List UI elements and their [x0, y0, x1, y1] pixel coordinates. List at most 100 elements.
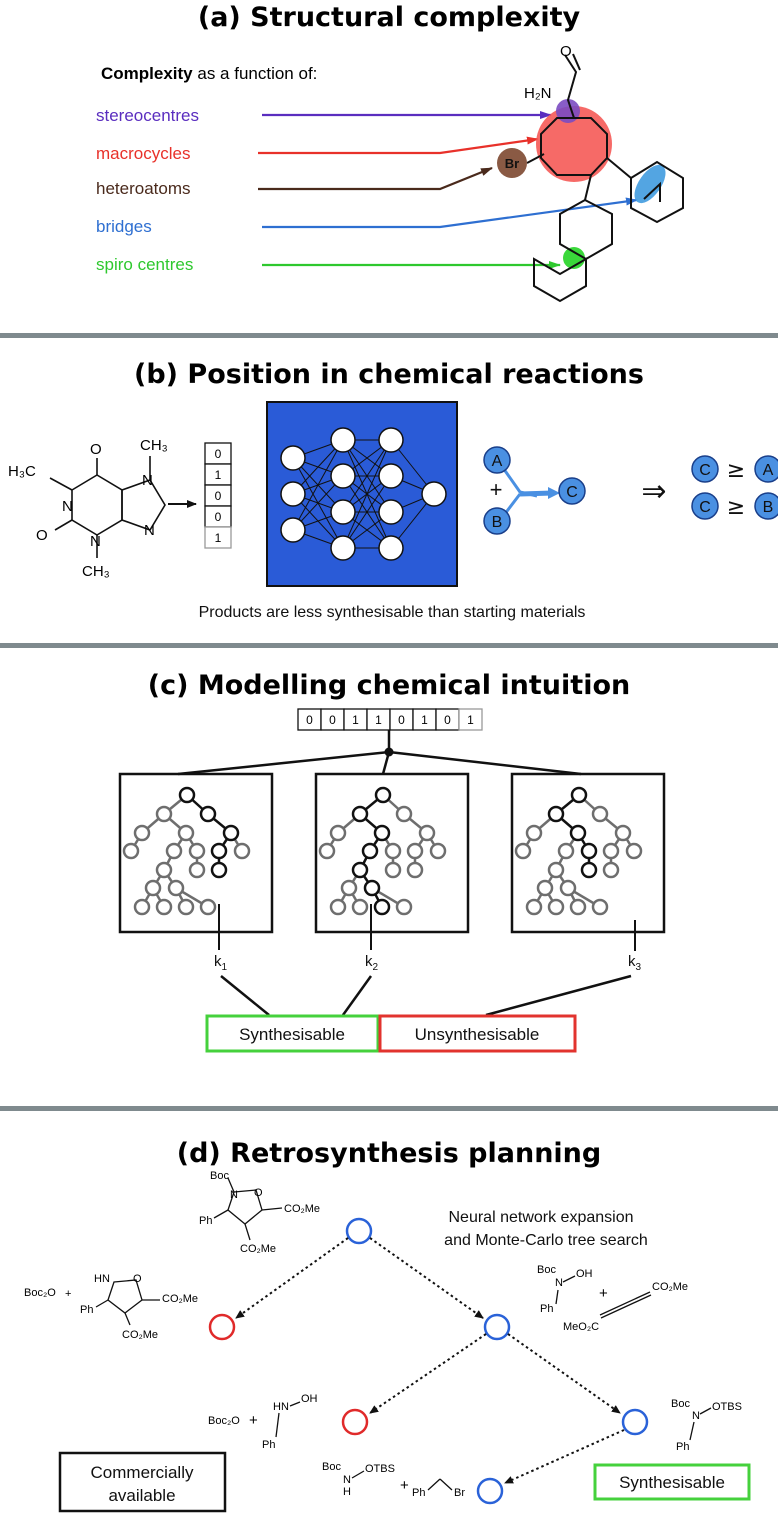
unsynthesisable-box [378, 1014, 577, 1053]
tree-node [569, 898, 587, 916]
c2-oh: OH [301, 1393, 318, 1405]
l1-ph: Ph [540, 1303, 553, 1315]
edge-level1-commercial [369, 1333, 487, 1414]
fingerprint-c-bit: 0 [329, 713, 336, 727]
l1-alkyne-1 [599, 1291, 651, 1316]
oxygen-label: O [560, 43, 572, 60]
l2-ch2-bond [689, 1421, 695, 1441]
tree-node [133, 824, 151, 842]
tree-node [165, 842, 183, 860]
feature-label-stereocentres: stereocentres [96, 106, 199, 125]
panel-b: (b) Position in chemical reactions H₃C O… [8, 359, 778, 621]
root-boc: Boc [210, 1170, 229, 1182]
tree-node [406, 861, 424, 879]
k2-to-synth [341, 975, 373, 1016]
panel-c-title: (c) Modelling chemical intuition [148, 670, 630, 701]
tree-node [580, 842, 598, 860]
nn-connection [292, 439, 344, 531]
key-2-subscript: 2 [373, 962, 379, 973]
c1-ring [107, 1279, 143, 1314]
divider-2 [0, 643, 778, 648]
k1-to-synth [220, 975, 270, 1016]
tree-node [199, 805, 217, 823]
l1-noh-bond [562, 1275, 576, 1283]
tree-node [514, 842, 532, 860]
tree-node [547, 898, 565, 916]
caffeine-o-top: O [90, 441, 102, 458]
arrow-macrocycles [258, 136, 539, 155]
tree-node-commercial-2 [341, 1408, 369, 1436]
ineq2-b-label: B [763, 499, 774, 516]
tree-node [429, 842, 447, 860]
fingerprint-c-bit: 1 [421, 713, 428, 727]
c1-ph: Ph [80, 1304, 93, 1316]
tree-box-1 [118, 772, 274, 934]
legend-synthesisable-label: Synthesisable [619, 1473, 725, 1492]
level1-molecule: Boc N OH Ph + CO₂Me MeO₂C [537, 1264, 688, 1333]
fp-link-3 [388, 750, 582, 776]
k3-to-unsynth [485, 974, 632, 1017]
c2-noh-bond [289, 1401, 301, 1407]
fingerprint-b-cell [204, 526, 232, 549]
tree-node [536, 879, 554, 897]
leaf-ch2-bond-2 [439, 1478, 453, 1491]
key-1-subscript: 1 [222, 962, 228, 973]
l1-boc: Boc [537, 1264, 556, 1276]
tree-node [525, 898, 543, 916]
tree-node [580, 861, 598, 879]
macrocycle-highlight [536, 106, 612, 182]
leaf-molecule: Boc N H OTBS + Ph Br [322, 1461, 465, 1499]
nn-neuron [330, 535, 356, 561]
edge-root-level1 [369, 1237, 484, 1319]
bridge-bond [643, 181, 661, 202]
fingerprint-c-bit: 0 [444, 713, 451, 727]
tree-node [210, 842, 228, 860]
tree-node [591, 805, 609, 823]
feature-label-heteroatoms: heteroatoms [96, 179, 191, 198]
bromine-atom [497, 148, 527, 178]
tree-node-level-2 [621, 1408, 649, 1436]
c2-boc2o: Boc₂O [208, 1415, 240, 1427]
description-line-2: and Monte-Carlo tree search [444, 1232, 648, 1249]
fingerprint-c-bit: 1 [352, 713, 359, 727]
unsynthesisable-label: Unsynthesisable [415, 1025, 540, 1044]
tree-node [329, 824, 347, 842]
tree-node [177, 898, 195, 916]
tree-node [155, 861, 173, 879]
tree-node [374, 786, 392, 804]
root-n: N [230, 1189, 238, 1201]
caffeine-n4: N [144, 522, 155, 539]
root-co2me-2: CO₂Me [240, 1243, 276, 1255]
caffeine-carbonyl-2 [54, 519, 73, 531]
tree-node [351, 805, 369, 823]
c2-ch2-bond [275, 1412, 280, 1438]
key-3: k3 [628, 953, 642, 973]
complexity-heading: Complexity as a function of: [101, 64, 317, 83]
tree-node [591, 898, 609, 916]
bromine-label: Br [505, 156, 519, 171]
tree-node [569, 824, 587, 842]
tree-node [167, 879, 185, 897]
node-c-label: C [566, 484, 578, 501]
panel-a: (a) Structural complexity Complexity as … [96, 2, 684, 303]
tree-node [351, 861, 369, 879]
tree-node [361, 842, 379, 860]
root-co2me-1: CO₂Me [284, 1203, 320, 1215]
caffeine-ch3-top: CH₃ [140, 437, 168, 454]
l1-ch2-bond [555, 1289, 559, 1305]
l1-plus: + [599, 1285, 608, 1302]
tree-node [602, 861, 620, 879]
tree-box-2 [314, 772, 470, 934]
l2-boc: Boc [671, 1398, 690, 1410]
ineq1-a-label: A [763, 462, 774, 479]
tree-node [363, 879, 381, 897]
decision-trees [122, 786, 643, 916]
tree-node [351, 898, 369, 916]
spiro-link [584, 174, 592, 201]
legend-synthesisable-box [593, 1463, 751, 1501]
tree-node-root [345, 1217, 373, 1245]
caffeine-h3c: H₃C [8, 463, 36, 480]
caffeine-methyl-1 [49, 477, 73, 491]
fingerprint-c-bit: 1 [375, 713, 382, 727]
